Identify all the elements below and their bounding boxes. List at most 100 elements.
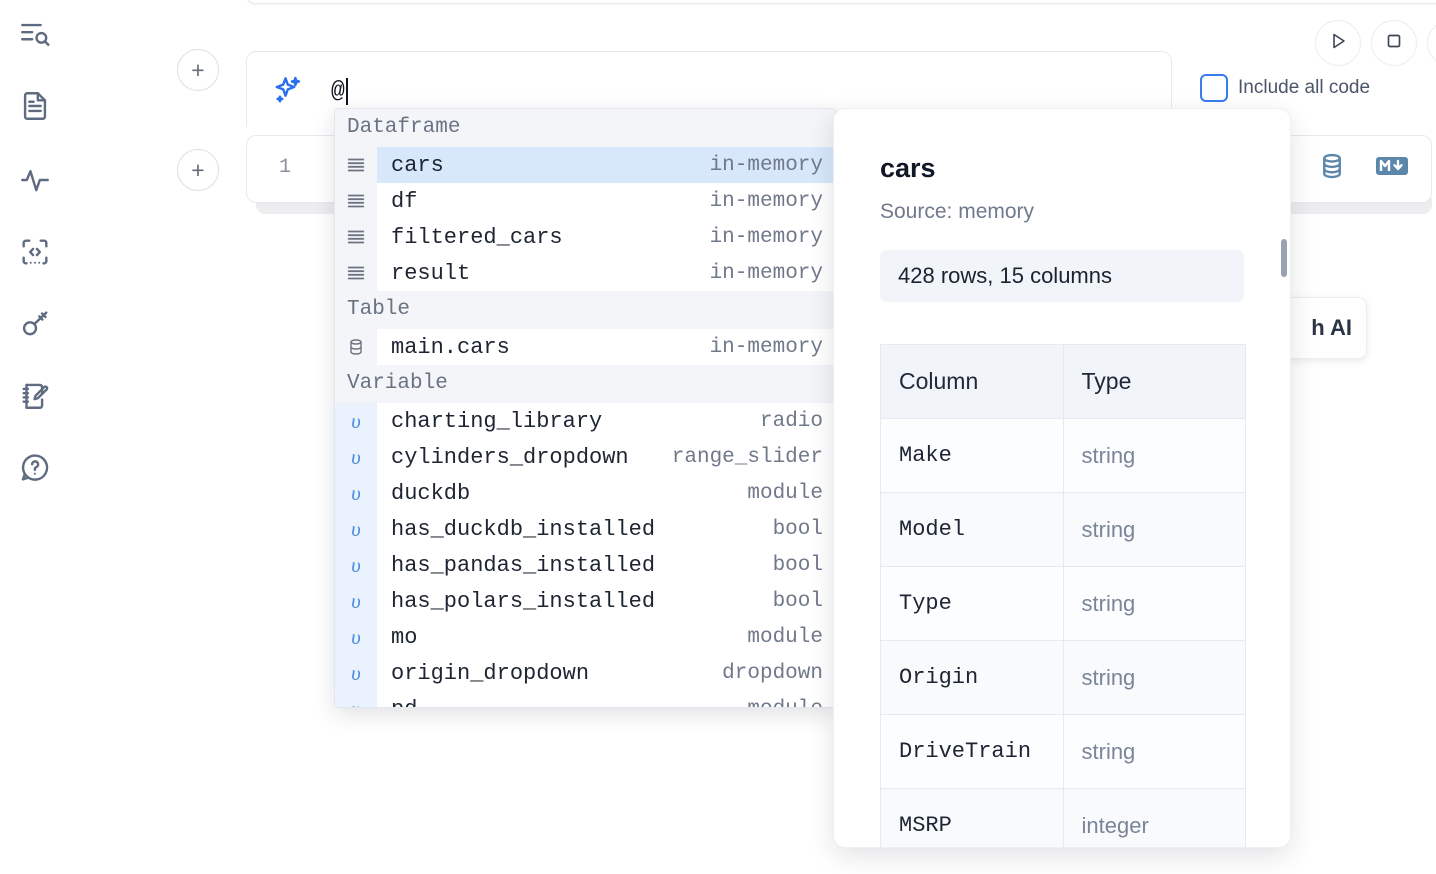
- stop-button[interactable]: [1371, 20, 1417, 66]
- autocomplete-item[interactable]: υpdmodule: [335, 691, 835, 708]
- autocomplete-item-label: duckdb: [391, 480, 471, 506]
- sidebar-item-snippets[interactable]: [12, 229, 58, 275]
- autocomplete-item-type: dropdown: [722, 661, 823, 685]
- cell-action-icons: [1317, 151, 1409, 186]
- ai-prompt-input[interactable]: @: [331, 74, 348, 108]
- autocomplete-item[interactable]: υ origin_dropdown dropdown: [335, 655, 835, 691]
- autocomplete-group-header: Dataframe: [335, 109, 835, 147]
- variable-icon: υ: [335, 403, 377, 439]
- sidebar-item-secrets[interactable]: [12, 301, 58, 347]
- autocomplete-item-type: bool: [772, 517, 823, 541]
- variable-icon: υ: [335, 475, 377, 511]
- autocomplete-item-type: radio: [759, 409, 823, 433]
- schema-cell-type: string: [1062, 714, 1246, 789]
- variable-icon: υ: [335, 511, 377, 547]
- variable-icon: υ: [335, 619, 377, 655]
- autocomplete-item-type: in-memory: [709, 335, 823, 359]
- play-icon: [1326, 29, 1350, 58]
- schema-cell-type: string: [1062, 640, 1246, 715]
- run-button[interactable]: [1315, 20, 1361, 66]
- variable-icon: υ: [335, 691, 377, 707]
- autocomplete-item[interactable]: main.cars in-memory: [335, 329, 835, 365]
- schema-header-type: Type: [1062, 344, 1246, 419]
- detail-scrollbar[interactable]: [1281, 239, 1287, 277]
- autocomplete-item-type: module: [747, 625, 823, 649]
- file-text-icon: [18, 89, 52, 123]
- autocomplete-group-header: Variable: [335, 365, 835, 403]
- sidebar-item-file[interactable]: [12, 83, 58, 129]
- schema-cell-type: string: [1062, 418, 1246, 493]
- schema-cell-column: Model: [880, 492, 1064, 567]
- completion-detail-panel: cars Source: memory 428 rows, 15 columns…: [833, 108, 1291, 848]
- autocomplete-item-label: main.cars: [391, 334, 510, 360]
- variable-icon: υ: [335, 583, 377, 619]
- more-options-button[interactable]: [1427, 20, 1436, 66]
- include-all-code-row[interactable]: Include all code: [1200, 74, 1370, 102]
- autocomplete-item-type: module: [747, 698, 835, 708]
- line-number: 1: [278, 156, 291, 179]
- schema-header-row: Column Type: [880, 344, 1246, 419]
- table-db-icon: [335, 329, 377, 365]
- autocomplete-item-label: has_duckdb_installed: [391, 516, 656, 542]
- autocomplete-item-label: mo: [391, 624, 418, 650]
- autocomplete-item-type: range_slider: [671, 445, 823, 469]
- autocomplete-item-type: in-memory: [709, 153, 823, 177]
- autocomplete-item-type: in-memory: [709, 261, 823, 285]
- previous-cell-edge: [246, 0, 1436, 4]
- autocomplete-item-label: charting_library: [391, 408, 603, 434]
- add-cell-button-top[interactable]: +: [177, 49, 219, 91]
- explore-outline-icon: [18, 18, 52, 52]
- database-icon[interactable]: [1317, 151, 1347, 186]
- dataframe-icon: [335, 219, 377, 255]
- variable-icon: υ: [335, 655, 377, 691]
- schema-cell-type: integer: [1062, 788, 1246, 847]
- schema-cell-column: MSRP: [880, 788, 1064, 847]
- schema-cell-column: DriveTrain: [880, 714, 1064, 789]
- variable-icon: υ: [335, 547, 377, 583]
- include-all-code-label: Include all code: [1238, 77, 1371, 98]
- variable-icon: υ: [335, 439, 377, 475]
- autocomplete-item-label: origin_dropdown: [391, 660, 590, 686]
- schema-cell-type: string: [1062, 566, 1246, 641]
- text-caret: [345, 77, 348, 105]
- autocomplete-item[interactable]: υ has_duckdb_installed bool: [335, 511, 835, 547]
- ai-prompt-value: @: [331, 78, 345, 104]
- sidebar-item-help[interactable]: [12, 445, 58, 491]
- schema-cell-column: Type: [880, 566, 1064, 641]
- autocomplete-item-label: has_polars_installed: [391, 588, 656, 614]
- scratchpad-icon: [18, 379, 52, 413]
- sidebar-item-explore-outline[interactable]: [12, 12, 58, 58]
- schema-header-column: Column: [880, 344, 1064, 419]
- add-cell-button-bottom[interactable]: +: [177, 149, 219, 191]
- autocomplete-item[interactable]: υ charting_library radio: [335, 403, 835, 439]
- markdown-icon[interactable]: [1375, 154, 1409, 183]
- sidebar-item-scratchpad[interactable]: [12, 373, 58, 419]
- sidebar-rail: [0, 0, 70, 874]
- dataframe-icon: [335, 147, 377, 183]
- code-brackets-icon: [18, 235, 52, 269]
- autocomplete-group-header: Table: [335, 291, 835, 329]
- include-all-code-checkbox[interactable]: [1200, 74, 1228, 102]
- autocomplete-item-type: module: [747, 481, 823, 505]
- detail-title: cars: [880, 153, 936, 183]
- sidebar-item-activity[interactable]: [12, 157, 58, 203]
- detail-source: Source: memory: [880, 200, 1035, 223]
- detail-shape-badge: 428 rows, 15 columns: [880, 250, 1244, 302]
